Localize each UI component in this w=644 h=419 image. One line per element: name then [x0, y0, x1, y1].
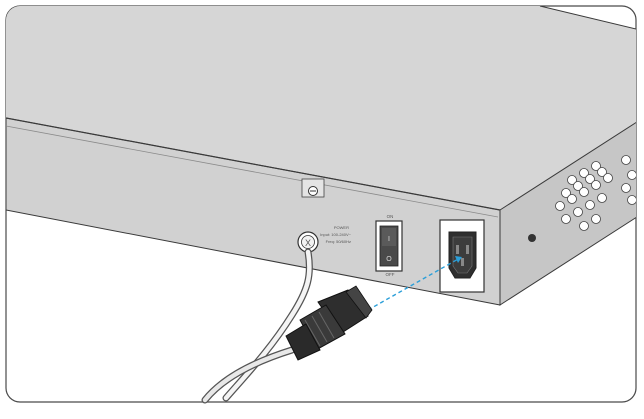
- power-label-line1: POWER: [334, 225, 349, 230]
- power-label-line3: Freq: 50/60Hz: [326, 239, 351, 244]
- ground-label: X: [305, 238, 311, 248]
- rocker-switch-icon: ON I O OFF: [375, 214, 403, 277]
- connection-line: [367, 257, 461, 311]
- switch-on-mark: I: [388, 236, 390, 243]
- power-plug-icon: [285, 285, 373, 361]
- switch-on-label: ON: [387, 214, 394, 219]
- device-side: [499, 119, 636, 306]
- switch-off-label: OFF: [386, 272, 395, 277]
- power-label-line2: Input: 100-240V~: [320, 232, 351, 237]
- vent-grid-icon: [555, 155, 636, 231]
- switch-off-mark: O: [386, 256, 392, 263]
- side-screw-icon: [528, 234, 536, 242]
- ground-screw-icon: X: [297, 231, 319, 253]
- device-top: [6, 6, 636, 210]
- connection-arrow: [455, 256, 462, 263]
- power-socket-icon: [439, 219, 485, 293]
